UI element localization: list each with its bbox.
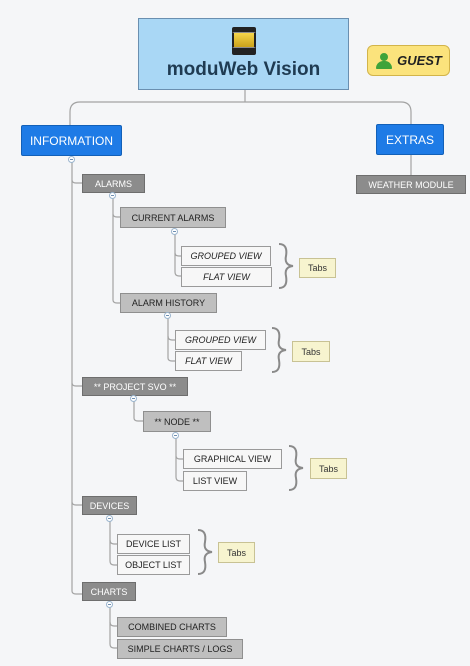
moduweb-device-icon xyxy=(231,27,256,55)
history-grouped-view-label: GROUPED VIEW xyxy=(184,335,256,345)
combined-charts-label: COMBINED CHARTS xyxy=(128,622,216,632)
guest-badge[interactable]: GUEST xyxy=(367,45,450,76)
devices-label: DEVICES xyxy=(89,500,130,511)
extras-label: EXTRAS xyxy=(385,132,434,147)
history-flat-view-label: FLAT VIEW xyxy=(185,356,232,366)
collapse-toggle[interactable] xyxy=(164,312,171,319)
simple-charts-node[interactable]: SIMPLE CHARTS / LOGS xyxy=(117,639,243,659)
weather-module-label: WEATHER MODULE xyxy=(368,179,454,190)
current-flat-view-label: FLAT VIEW xyxy=(203,272,250,282)
graphical-view-node[interactable]: GRAPHICAL VIEW xyxy=(183,449,282,469)
alarm-history-node[interactable]: ALARM HISTORY xyxy=(120,293,217,313)
alarms-node[interactable]: ALARMS xyxy=(82,174,145,193)
history-flat-view-node[interactable]: FLAT VIEW xyxy=(175,351,242,371)
list-view-label: LIST VIEW xyxy=(192,476,238,486)
current-alarms-label: CURRENT ALARMS xyxy=(131,212,215,223)
alarm-history-label: ALARM HISTORY xyxy=(131,298,206,308)
alarm-history-tabs-label: Tabs xyxy=(301,346,321,357)
information-label: INFORMATION xyxy=(29,133,114,148)
collapse-toggle[interactable] xyxy=(68,156,75,163)
collapse-toggle[interactable] xyxy=(106,601,113,608)
history-grouped-view-node[interactable]: GROUPED VIEW xyxy=(175,330,266,350)
user-icon xyxy=(375,52,393,69)
root-node[interactable]: moduWeb Vision xyxy=(138,18,349,90)
list-view-node[interactable]: LIST VIEW xyxy=(183,471,247,491)
devices-tabs-label: Tabs xyxy=(226,547,246,558)
project-node[interactable]: ** PROJECT SVO ** xyxy=(82,377,188,396)
current-alarms-tabs-label: Tabs xyxy=(307,263,327,273)
alarm-history-tabs-note: Tabs xyxy=(292,341,330,362)
current-alarms-tabs-note: Tabs xyxy=(299,258,336,278)
collapse-toggle[interactable] xyxy=(109,192,116,199)
root-title: moduWeb Vision xyxy=(166,59,321,80)
device-list-label: DEVICE LIST xyxy=(125,539,181,549)
current-flat-view-node[interactable]: FLAT VIEW xyxy=(181,267,272,287)
current-grouped-view-label: GROUPED VIEW xyxy=(190,251,262,261)
object-list-label: OBJECT LIST xyxy=(125,560,182,570)
node-tabs-label: Tabs xyxy=(318,463,338,474)
collapse-toggle[interactable] xyxy=(171,228,178,235)
node-tabs-note: Tabs xyxy=(310,458,347,479)
collapse-toggle[interactable] xyxy=(172,432,179,439)
current-alarms-node[interactable]: CURRENT ALARMS xyxy=(120,207,226,228)
combined-charts-node[interactable]: COMBINED CHARTS xyxy=(117,617,227,637)
device-list-node[interactable]: DEVICE LIST xyxy=(117,534,190,554)
alarms-label: ALARMS xyxy=(94,178,132,189)
project-label: ** PROJECT SVO ** xyxy=(93,381,177,392)
charts-label: CHARTS xyxy=(90,586,128,597)
weather-module-node[interactable]: WEATHER MODULE xyxy=(356,175,466,194)
node-node[interactable]: ** NODE ** xyxy=(143,411,211,432)
object-list-node[interactable]: OBJECT LIST xyxy=(117,555,190,575)
collapse-toggle[interactable] xyxy=(130,395,137,402)
devices-node[interactable]: DEVICES xyxy=(82,496,137,515)
charts-node[interactable]: CHARTS xyxy=(82,582,136,601)
extras-node[interactable]: EXTRAS xyxy=(376,124,444,155)
current-grouped-view-node[interactable]: GROUPED VIEW xyxy=(181,246,271,266)
devices-tabs-note: Tabs xyxy=(218,542,255,563)
graphical-view-label: GRAPHICAL VIEW xyxy=(193,454,272,464)
node-label: ** NODE ** xyxy=(154,416,200,427)
information-node[interactable]: INFORMATION xyxy=(21,125,122,156)
collapse-toggle[interactable] xyxy=(106,515,113,522)
guest-label: GUEST xyxy=(397,53,442,68)
simple-charts-label: SIMPLE CHARTS / LOGS xyxy=(127,644,233,654)
